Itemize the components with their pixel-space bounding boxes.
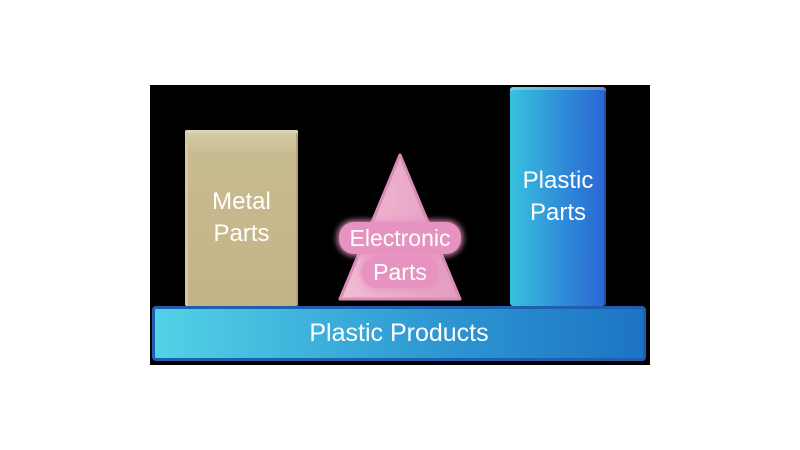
plastic-parts-block: Plastic Parts [510,87,606,306]
plastic-products-bar: Plastic Products [152,306,646,361]
label-line: Plastic [522,166,594,194]
electronic-parts-label-line: Electronic [338,222,462,254]
metal-parts-label: Metal Parts [212,186,271,250]
plastic-parts-label: Plastic Parts [523,165,594,229]
electronic-parts-label: Electronic Parts [300,221,500,289]
metal-parts-block: Metal Parts [185,130,298,306]
plastic-products-label: Plastic Products [309,319,489,347]
label-line: Parts [213,220,270,247]
label-line: Parts [529,198,586,226]
label-line: Metal [212,188,271,215]
electronic-parts-label-line: Parts [362,256,438,288]
